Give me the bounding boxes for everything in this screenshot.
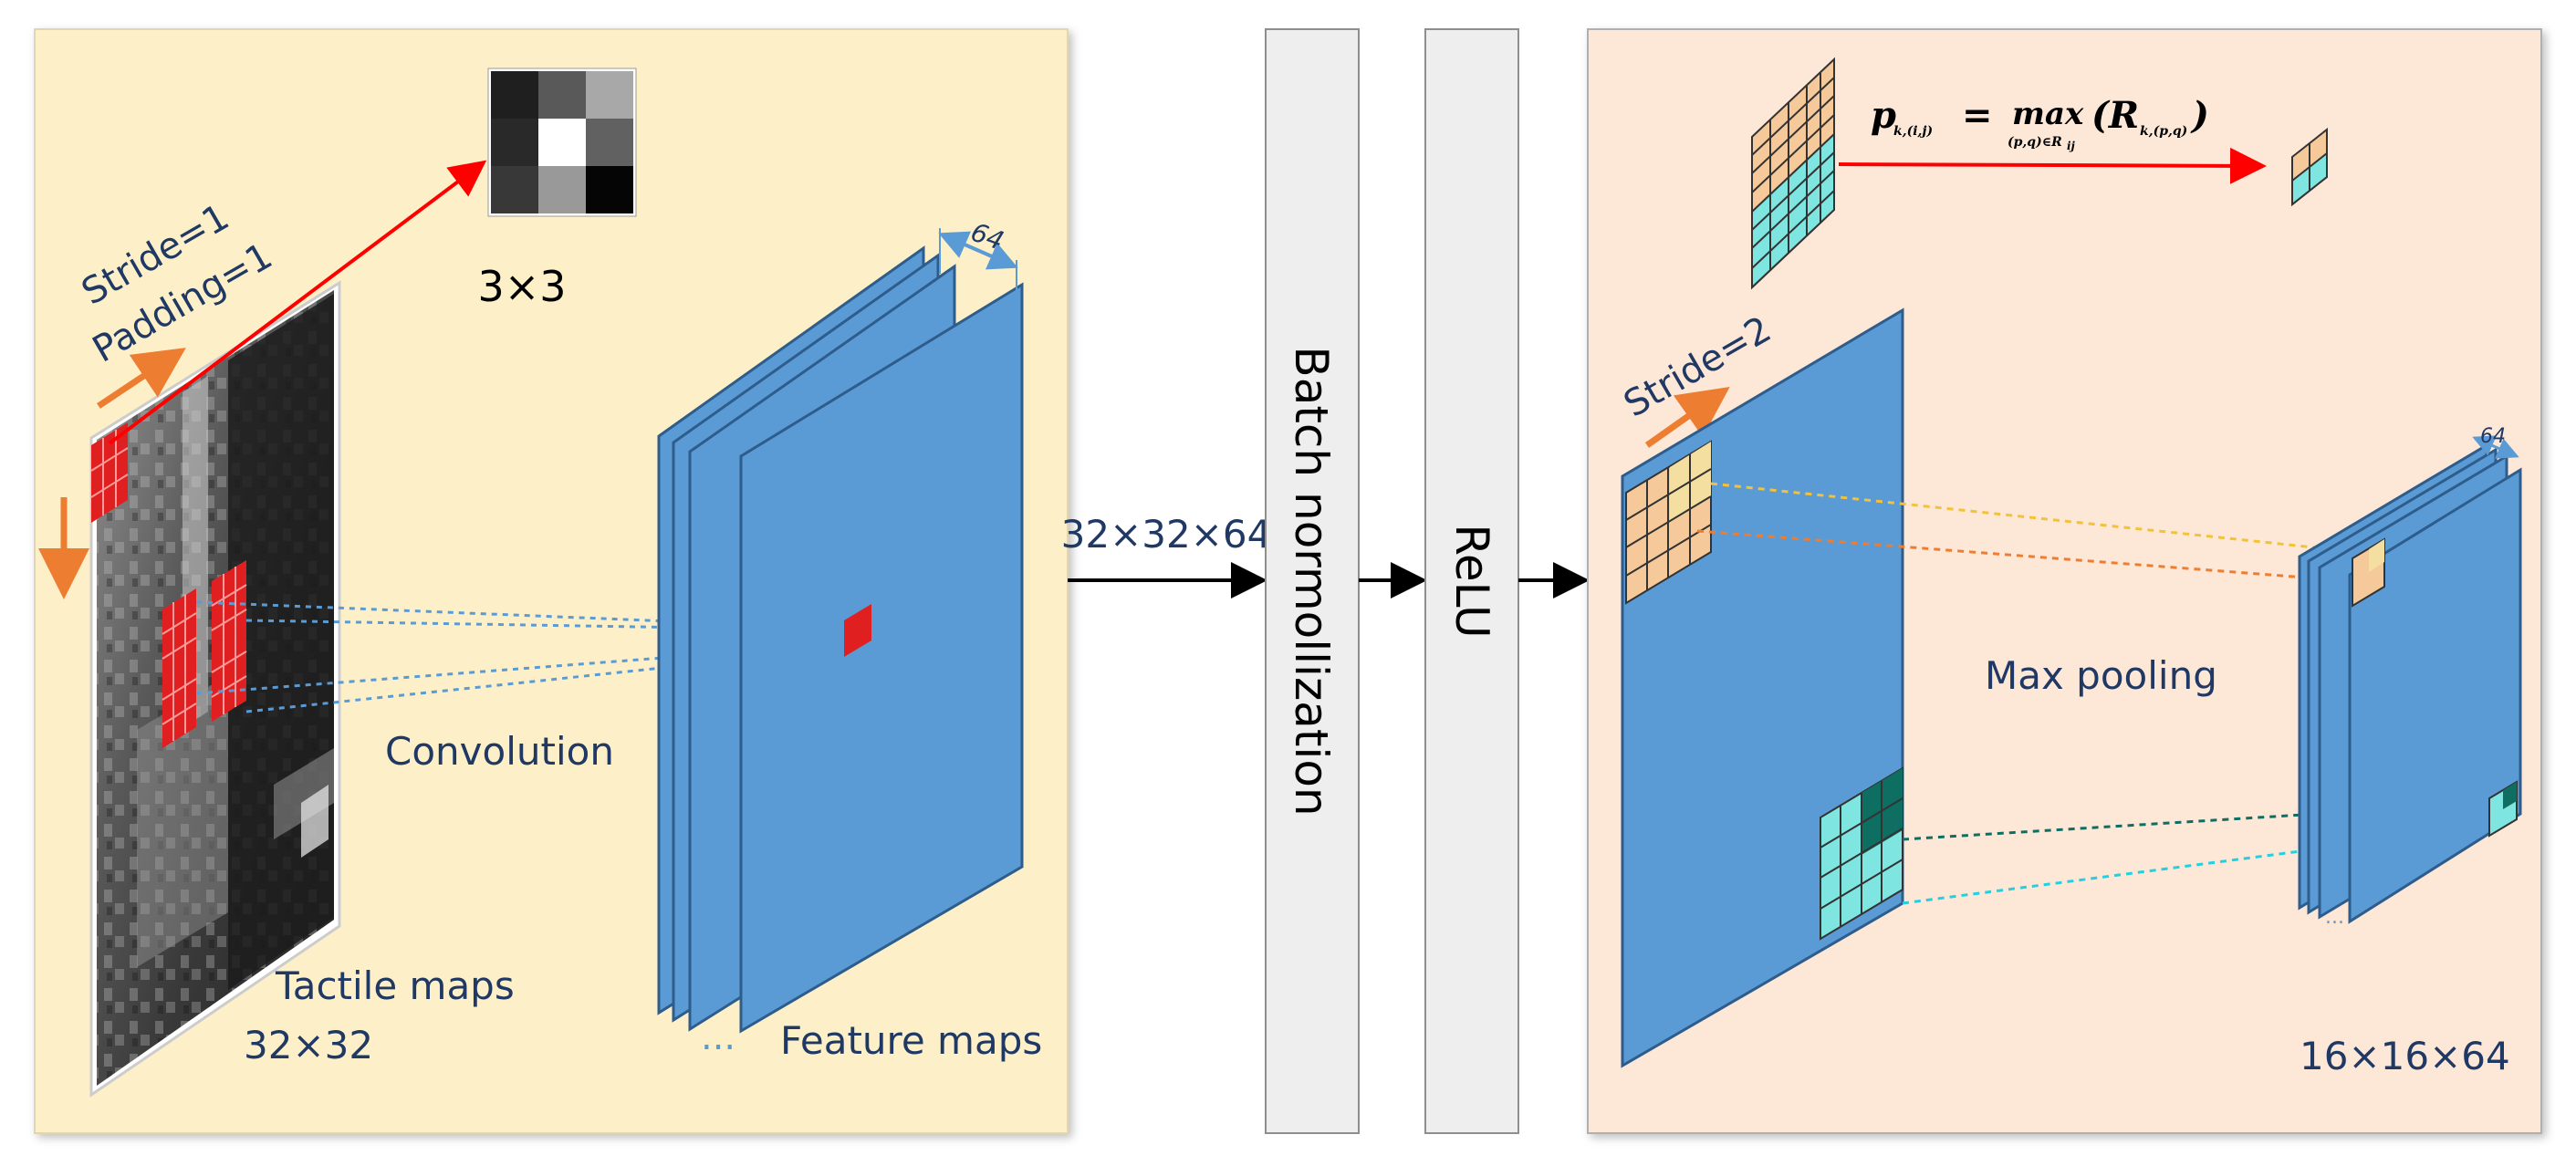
- tactile-maps-label: Tactile maps: [275, 963, 515, 1008]
- max-pool-formula: p k,(i,j) = max (p,q)∈R ij (R k,(p,q) ): [1871, 94, 2209, 152]
- pool-window-peach: [1625, 440, 1712, 605]
- kernel-cell: [586, 166, 633, 213]
- kernel-window-topleft: [90, 422, 129, 523]
- feature-maps-label: Feature maps: [780, 1018, 1042, 1063]
- pool-input-grid: [1751, 57, 1835, 290]
- relu-label: ReLU: [1445, 524, 1498, 638]
- feature-maps-stack: [657, 245, 1024, 1034]
- pool-depth-arrow: [2472, 435, 2519, 459]
- max-pooling-label: Max pooling: [1985, 653, 2217, 698]
- pool-depth-label: 64: [2480, 425, 2506, 448]
- feature-map-activation: [844, 604, 871, 657]
- kernel-window-mid-4: [211, 627, 247, 722]
- tactile-size-label: 32×32: [244, 1023, 373, 1067]
- pooled-cell-teal-dark: [2503, 782, 2517, 809]
- convolution-label: Convolution: [385, 729, 614, 774]
- feature-dots: ...: [701, 1016, 735, 1058]
- kernel-cell: [491, 166, 538, 213]
- formula-op: max: [2012, 96, 2084, 132]
- kernel-cell: [538, 166, 586, 213]
- pool-dots: ...: [2325, 906, 2344, 929]
- right-panel: p k,(i,j) = max (p,q)∈R ij (R k,(p,q) ) …: [1587, 28, 2542, 1134]
- pool-output-cell: [2291, 127, 2328, 207]
- pool-formula-arrow: [1838, 147, 2267, 184]
- formula-arg: (R: [2091, 94, 2139, 137]
- formula-lhs-sub: k,(i,j): [1893, 124, 1933, 139]
- formula-arg-end: ): [2190, 94, 2209, 137]
- conv-output-size: 32×32×64: [1061, 512, 1272, 557]
- kernel-pointer-arrow: [108, 160, 487, 445]
- kernel-window-mid-3: [162, 654, 197, 748]
- kernel-cell: [491, 119, 538, 166]
- stride-right-arrow: [97, 348, 186, 409]
- formula-op-sub: (p,q)∈R: [2008, 135, 2062, 150]
- kernel-cell: [586, 119, 633, 166]
- pool-window-teal: [1820, 766, 1903, 941]
- formula-arg-sub: k,(p,q): [2140, 124, 2187, 139]
- formula-op-sub2: ij: [2067, 140, 2076, 152]
- proj-line-2: [1696, 529, 2366, 584]
- convolution-lines: [195, 600, 694, 713]
- depth-arrow: [938, 231, 1018, 270]
- kernel-size-label: 3×3: [477, 262, 566, 311]
- proj-line-3: [1902, 801, 2497, 841]
- kernel-window-mid-1: [162, 588, 197, 682]
- pool-stride-arrow: [1644, 386, 1730, 448]
- left-panel: Stride=1 Padding=1 3×3 Convolution 64 ..…: [34, 28, 1069, 1134]
- kernel-cell: [538, 71, 586, 119]
- formula-lhs: p: [1871, 94, 1896, 137]
- relu-block: [1424, 28, 1519, 1134]
- proj-line-1: [1710, 482, 2366, 555]
- middle-section: 32×32×64 Batch normollization ReLU: [1061, 28, 1590, 1134]
- batch-norm-block: [1265, 28, 1360, 1134]
- kernel-cell: [538, 119, 586, 166]
- formula-eq: =: [1962, 94, 1993, 137]
- kernel-window-mid-2: [211, 560, 247, 655]
- kernel-3x3: [487, 68, 637, 217]
- pooled-cell-peach-highlight: [2369, 539, 2384, 572]
- kernel-cell: [586, 71, 633, 119]
- pool-output-size: 16×16×64: [2300, 1034, 2510, 1078]
- kernel-cell: [491, 71, 538, 119]
- batch-norm-label: Batch normollization: [1285, 346, 1338, 816]
